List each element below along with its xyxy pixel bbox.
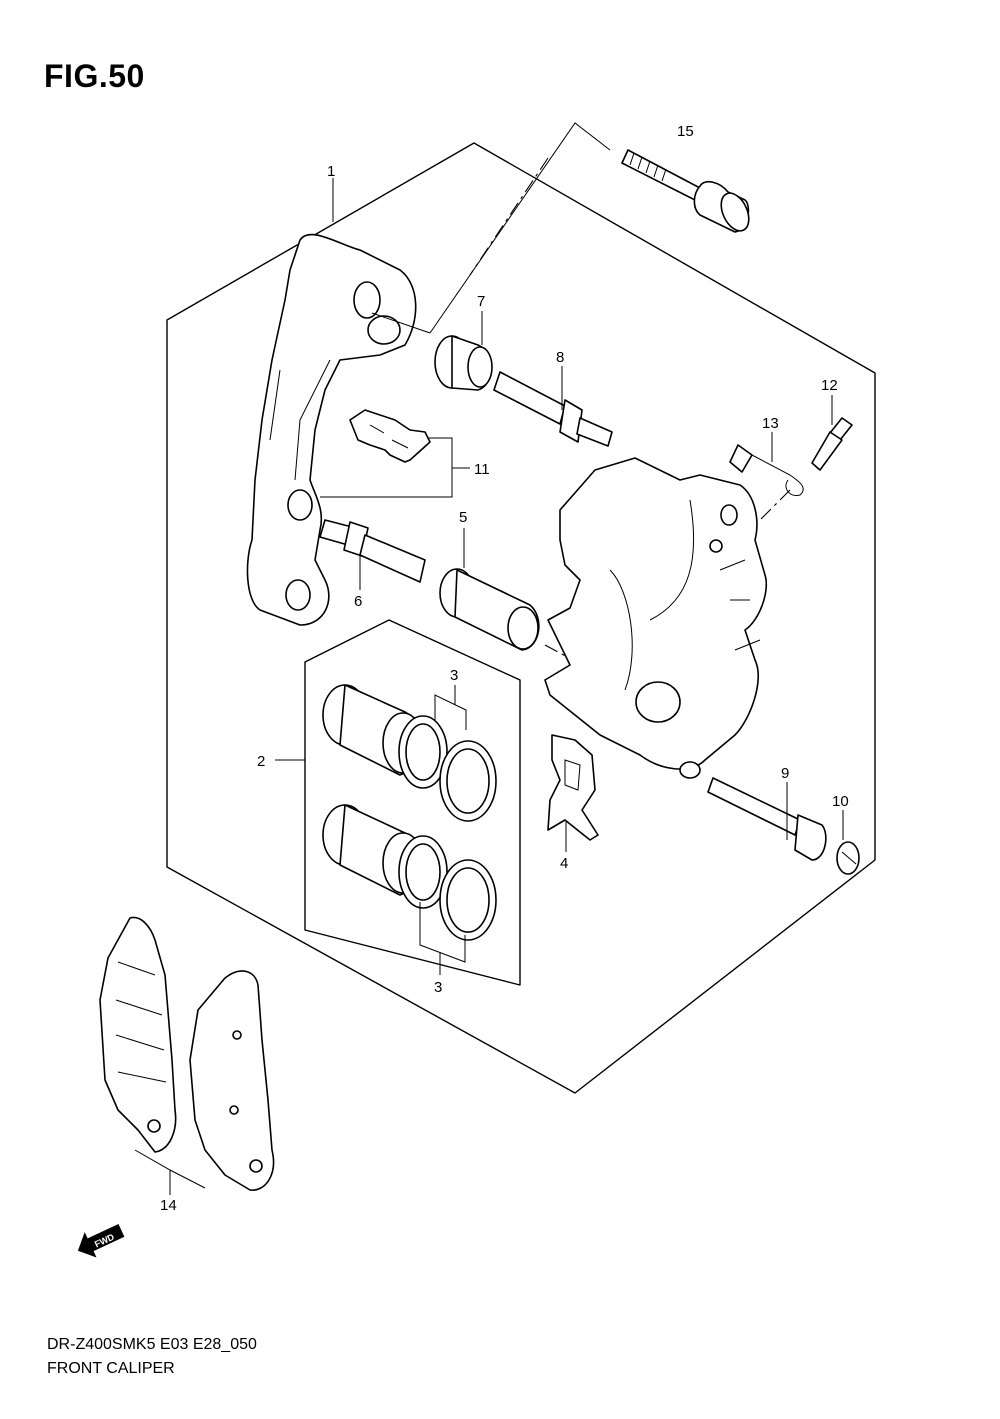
part-5-boot	[439, 568, 540, 651]
callout-10: 10	[832, 793, 849, 810]
callout-13: 13	[762, 415, 779, 432]
callout-3b: 3	[434, 979, 442, 996]
callout-6: 6	[354, 593, 362, 610]
callout-9: 9	[781, 765, 789, 782]
part-13-cap	[729, 444, 804, 497]
callout-15: 15	[677, 123, 694, 140]
axis-dash-13	[759, 489, 791, 521]
fwd-arrow-icon: FWD	[77, 1224, 125, 1258]
part-8-pin	[493, 371, 613, 447]
diagram-caption: FRONT CALIPER	[47, 1360, 175, 1377]
part-1-bracket	[246, 233, 417, 626]
axis-dash-15	[469, 157, 549, 276]
part-3-seals	[398, 715, 497, 941]
callout-12: 12	[821, 377, 838, 394]
callout-7: 7	[477, 293, 485, 310]
leader-1b	[371, 312, 431, 334]
callout-8: 8	[556, 349, 564, 366]
leader-15	[429, 122, 611, 334]
callout-5: 5	[459, 509, 467, 526]
callout-3a: 3	[450, 667, 458, 684]
leader-3b	[419, 902, 466, 963]
callout-14: 14	[160, 1197, 177, 1214]
model-code: DR-Z400SMK5 E03 E28_050	[47, 1336, 257, 1353]
assembly-boundary	[166, 142, 876, 1094]
part-4-spring	[547, 734, 599, 841]
leader-3a	[434, 694, 467, 730]
part-11-clip	[349, 409, 431, 463]
callout-11: 11	[474, 461, 490, 478]
caliper-body	[544, 457, 768, 779]
part-6-pin	[319, 519, 426, 583]
part-7-boot	[434, 335, 493, 391]
part-9-pin	[707, 777, 827, 861]
figure-title: FIG.50	[44, 58, 145, 94]
piston-kit-boundary	[304, 619, 521, 986]
callout-4: 4	[560, 855, 568, 872]
part-15-bolt	[621, 149, 750, 233]
callout-1: 1	[327, 163, 335, 180]
part-12-bleeder	[811, 417, 853, 471]
part-10-plug	[836, 841, 860, 875]
callout-2: 2	[257, 753, 265, 770]
part-14-pads	[99, 916, 275, 1191]
